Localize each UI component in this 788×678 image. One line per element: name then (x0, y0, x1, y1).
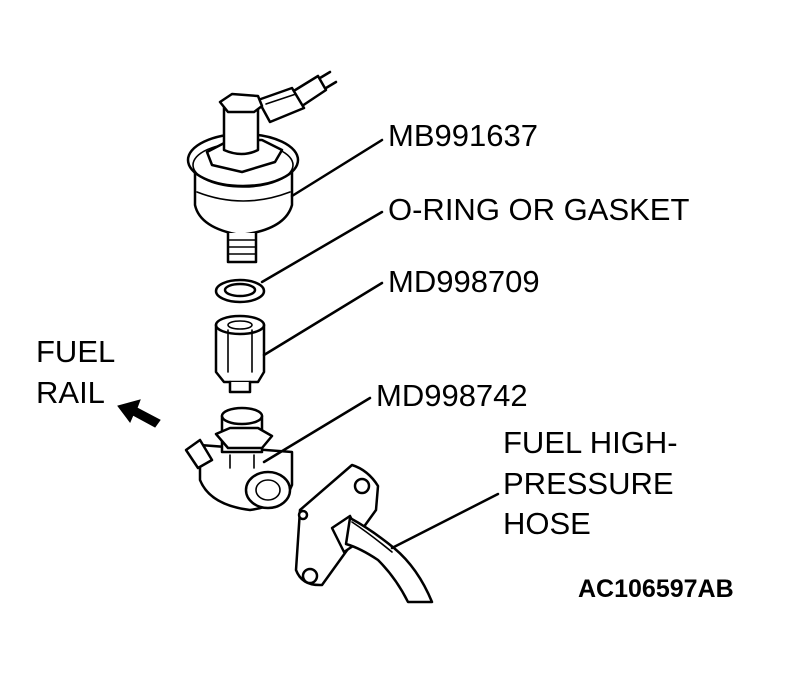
figure-code: AC106597AB (578, 575, 734, 603)
mb991637-gauge (186, 92, 300, 264)
label-md998709: MD998709 (388, 264, 540, 299)
o-ring (214, 278, 266, 304)
leader-md998709 (262, 281, 384, 357)
leader-lines (260, 138, 500, 550)
label-fuel-hose-line3: HOSE (503, 506, 591, 541)
label-mb991637: MB991637 (388, 118, 538, 153)
fuel-rail-arrow-icon (117, 399, 161, 428)
md998742-fitting (184, 406, 294, 512)
label-fuel-rail-line1: FUEL (36, 334, 115, 369)
leader-o-ring (260, 210, 384, 284)
label-fuel-rail-line2: RAIL (36, 375, 105, 410)
leader-fuel-hose (390, 492, 500, 550)
leader-mb991637 (290, 138, 384, 198)
fuel-hose (294, 463, 434, 604)
label-fuel-hose-line2: PRESSURE (503, 466, 674, 501)
label-md998742: MD998742 (376, 378, 528, 413)
label-o-ring: O-RING OR GASKET (388, 192, 689, 227)
md998709-adapter (214, 314, 266, 394)
label-fuel-hose-line1: FUEL HIGH- (503, 425, 678, 460)
leader-md998742 (262, 396, 372, 464)
gauge-cable (256, 70, 338, 124)
